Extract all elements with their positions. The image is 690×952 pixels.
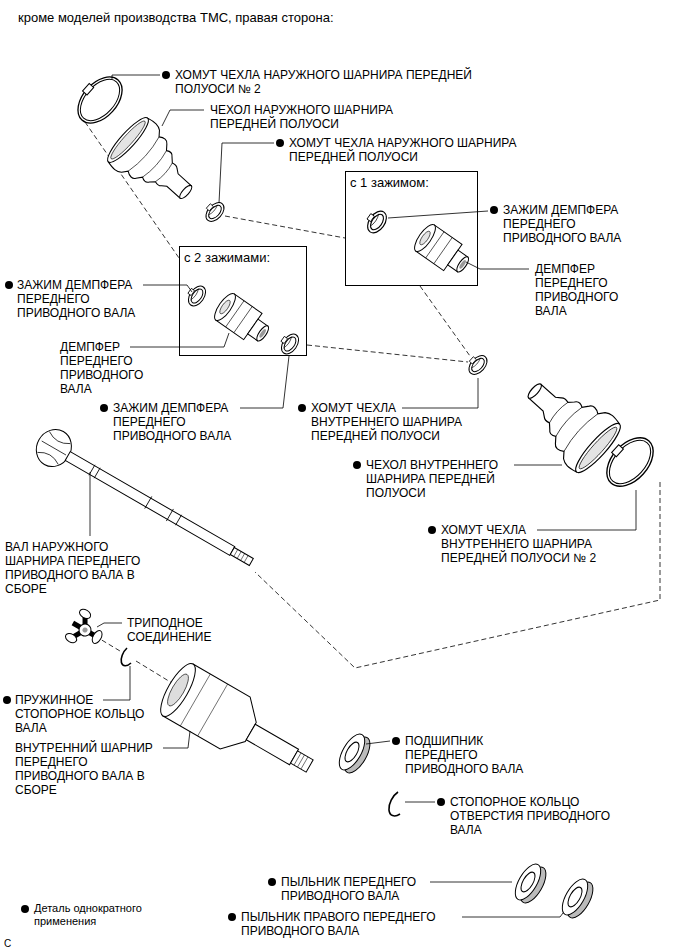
single-use-mark [490, 206, 498, 214]
leader-line [388, 211, 488, 218]
single-use-mark [392, 737, 400, 745]
outer-boot [102, 112, 209, 217]
leader-line [163, 731, 190, 748]
single-use-mark [162, 71, 170, 79]
part-label: ВАЛ НАРУЖНОГО ШАРНИРА ПЕРЕДНЕГО ПРИВОДНО… [5, 540, 155, 596]
part-label: СТОПОРНОЕ КОЛЬЦО ОТВЕРСТИЯ ПРИВОДНОГО ВА… [450, 795, 625, 837]
part-label: ДЕМПФЕР ПЕРЕДНЕГО ПРИВОДНОГО ВАЛА [535, 262, 635, 318]
damper [411, 221, 475, 279]
leader-line [97, 623, 122, 627]
single-use-mark [268, 878, 276, 886]
leader-line [402, 378, 478, 408]
part-label: ЗАЖИМ ДЕМПФЕРА ПЕРЕДНЕГО ПРИВОДНОГО ВАЛА [113, 401, 251, 443]
box-heading: с 1 зажимом: [346, 172, 433, 193]
part-label: ПЫЛЬНИК ПРАВОГО ПЕРЕДНЕГО ПРИВОДНОГО ВАЛ… [241, 910, 471, 938]
single-use-mark [353, 461, 361, 469]
leader-line [219, 143, 274, 203]
leader-line [405, 802, 435, 803]
part-label: ХОМУТ ЧЕХЛА ВНУТРЕННЕГО ШАРНИРА ПЕРЕДНЕЙ… [441, 523, 616, 565]
legend-mark [21, 905, 29, 913]
hole-snap-ring [389, 792, 400, 816]
leader-line [112, 75, 160, 80]
part-label: ХОМУТ ЧЕХЛА НАРУЖНОГО ШАРНИРА ПЕРЕДНЕЙ П… [175, 68, 525, 96]
part-label: ВНУТРЕННИЙ ШАРНИР ПЕРЕДНЕГО ПРИВОДНОГО В… [15, 741, 170, 797]
diagram-title: кроме моделей производства ТМС, правая с… [18, 10, 334, 25]
part-label: ЗАЖИМ ДЕМПФЕРА ПЕРЕДНЕГО ПРИВОДНОГО ВАЛА [503, 203, 641, 245]
variant-box: с 2 зажимами: [179, 246, 307, 356]
tripod-joint [64, 607, 110, 654]
damper [211, 290, 275, 348]
leader-line [462, 913, 563, 917]
single-use-mark [437, 798, 445, 806]
part-label: ПЫЛЬНИК ПЕРЕДНЕГО ПРИВОДНОГО ВАЛА [281, 875, 446, 903]
assembly-line [225, 216, 345, 238]
part-label: ХОМУТ ЧЕХЛА ВНУТРЕННЕГО ШАРНИРА ПЕРЕДНЕЙ… [311, 401, 471, 443]
snap-ring [121, 648, 131, 666]
single-use-mark [276, 139, 284, 147]
legend-text: Деталь однократного применения [34, 902, 174, 928]
part-label: ЧЕХОЛ ВНУТРЕННЕГО ШАРНИРА ПЕРЕДНЕЙ ПОЛУО… [366, 458, 516, 500]
assembly-line [420, 286, 470, 356]
part-label: ХОМУТ ЧЕХЛА НАРУЖНОГО ШАРНИРА ПЕРЕДНЕЙ П… [289, 136, 564, 164]
boot-clamp [201, 198, 228, 225]
box-heading: с 2 зажимами: [180, 247, 274, 268]
variant-box: с 1 зажимом: [345, 171, 478, 286]
leader-line [240, 356, 289, 408]
damper-clamp [276, 330, 302, 357]
single-use-mark [228, 913, 236, 921]
bearing [334, 730, 375, 777]
single-use-mark [428, 526, 436, 534]
damper-clamp [362, 206, 390, 236]
leader-line [430, 882, 512, 883]
assembly-line [255, 482, 660, 668]
leader-line [466, 262, 529, 269]
leader-line [537, 490, 636, 530]
part-label: ПРУЖИННОЕ СТОПОРНОЕ КОЛЬЦО ВАЛА [15, 693, 155, 735]
boot-clamp [596, 428, 662, 495]
dust-seal [510, 860, 551, 907]
leader-line [103, 666, 130, 700]
boot-clamp [464, 351, 491, 378]
inner-joint-housing [154, 659, 324, 792]
leader-line [514, 465, 562, 466]
part-label: ТРИПОДНОЕ СОЕДИНЕНИЕ [127, 616, 237, 644]
leader-line [143, 285, 192, 292]
dust-seal [557, 875, 598, 922]
single-use-mark [5, 281, 13, 289]
single-use-mark [3, 696, 11, 704]
leader-line [162, 110, 204, 126]
part-label: ДЕМПФЕР ПЕРЕДНЕГО ПРИВОДНОГО ВАЛА [60, 340, 160, 396]
boot-clamp [68, 67, 131, 131]
single-use-mark [298, 404, 306, 412]
leader-line [366, 741, 390, 744]
part-label: ЧЕХОЛ НАРУЖНОГО ШАРНИРА ПЕРЕДНЕЙ ПОЛУОСИ [210, 103, 425, 131]
leader-line [90, 472, 91, 536]
part-label: ПОДШИПНИК ПЕРЕДНЕГО ПРИВОДНОГО ВАЛА [405, 734, 545, 776]
figure-code: C [4, 937, 34, 951]
part-label: ЗАЖИМ ДЕМПФЕРА ПЕРЕДНЕГО ПРИВОДНОГО ВАЛА [17, 278, 155, 320]
assembly-line [307, 345, 468, 362]
single-use-mark [100, 404, 108, 412]
